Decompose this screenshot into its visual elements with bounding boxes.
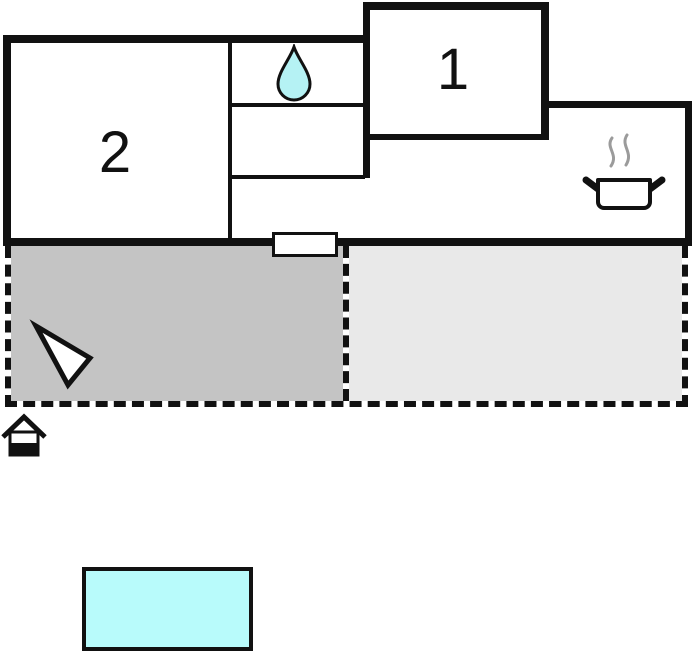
wall-outer-bottom	[3, 238, 692, 246]
terrace-divider	[343, 246, 349, 401]
door	[272, 232, 338, 257]
wall-kitchen-top	[545, 101, 692, 108]
wall-outer-left	[3, 35, 11, 246]
wall-room1-bottom	[363, 134, 549, 140]
cooking-pot-icon	[581, 130, 667, 218]
wall-top-left	[3, 35, 368, 43]
water-drop-icon	[275, 42, 313, 102]
terrace-open-area	[349, 246, 682, 401]
north-arrow-icon	[28, 318, 98, 390]
wall-midcolumn-left	[228, 39, 232, 238]
wall-room1-left	[363, 2, 370, 178]
room-1-label: 1	[436, 37, 470, 102]
wall-bathroom-divider	[230, 103, 365, 107]
swimming-pool	[82, 567, 253, 651]
wall-room1-right	[541, 2, 549, 140]
wall-outer-right	[685, 102, 692, 246]
room-2-label: 2	[98, 120, 132, 185]
house-entrance-icon	[1, 413, 47, 457]
wall-hall-divider	[230, 175, 365, 179]
wall-room1-top	[363, 2, 549, 10]
terrace-outline	[5, 246, 688, 407]
